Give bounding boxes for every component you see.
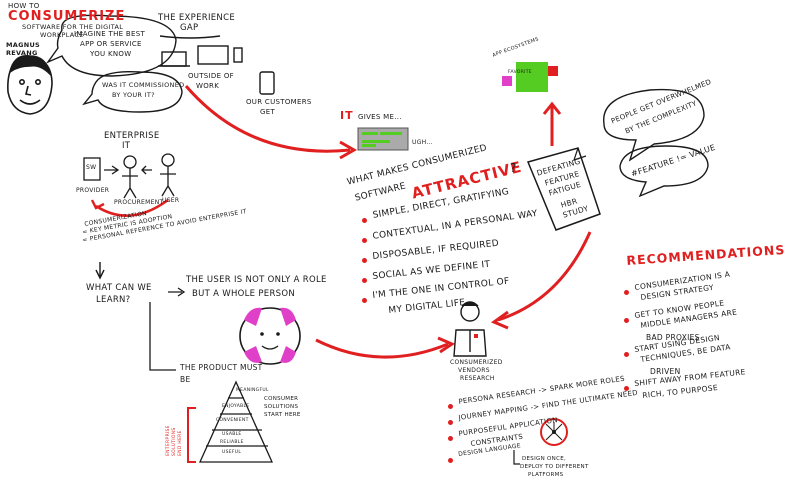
- vendor-note-1: Design once,: [522, 456, 567, 462]
- consumer-note-3: start here: [264, 412, 301, 418]
- user-label: User: [162, 197, 180, 204]
- vendor-note-2: deploy to different: [520, 464, 589, 470]
- enterprise-note-1: Enterprise: [166, 425, 171, 456]
- pyramid-level-0: Meaningful: [236, 388, 269, 393]
- pyramid-level-5: Useful: [222, 450, 242, 455]
- rec-1-line-2: bad proxies: [646, 333, 700, 342]
- learn-question-2: learn?: [96, 295, 131, 305]
- vendor-person-icon: [453, 301, 487, 357]
- speaker-name-1: Magnus: [6, 41, 41, 49]
- consumer-note-2: solutions: [264, 404, 299, 410]
- product-must-1: The product must: [180, 363, 263, 372]
- speaker-face-icon: [7, 55, 53, 115]
- red-arrow-gap: [184, 85, 351, 153]
- pyramid-level-1: Enjoyable: [222, 404, 250, 409]
- enterprise-title-2: IT: [122, 141, 131, 151]
- speaker-name-2: Revang: [6, 49, 38, 57]
- title-pre: How to: [8, 2, 40, 10]
- pyramid-level-3: Usable: [222, 432, 242, 437]
- red-arc: [95, 198, 169, 217]
- title-sub2: workplace: [40, 31, 84, 39]
- red-arrow-up: [542, 101, 562, 146]
- learn-question-1: What can we: [86, 283, 152, 293]
- attractive-q: ?: [510, 161, 517, 175]
- favorite-app-icon: [516, 62, 548, 92]
- enterprise-note-2: solutions: [172, 427, 177, 456]
- it-gives-rest: gives me...: [358, 113, 402, 121]
- devices-icon: [158, 35, 275, 95]
- enterprise-it-diagram: [83, 153, 176, 199]
- bubble1-line2: app or service: [80, 40, 142, 48]
- red-arrow-person: [315, 338, 449, 359]
- sw-label: SW: [86, 164, 97, 171]
- customers-get-1: Our customers: [246, 98, 312, 106]
- rec-2-line-2: driven: [650, 367, 681, 376]
- vendors-label-1: Consumerized: [450, 359, 503, 366]
- experience-gap-label-1: The experience: [158, 13, 235, 23]
- title-main: Consumerize: [8, 9, 126, 24]
- experience-gap-label-2: gap: [180, 23, 199, 33]
- bubble1-line3: you know: [90, 50, 132, 58]
- vendor-note-3: platforms: [528, 472, 564, 478]
- bubble2-line2: by your IT?: [112, 91, 155, 99]
- thought-bubble-feature: [619, 145, 709, 198]
- user-role-line-1: The user is not only a role: [186, 275, 327, 285]
- user-role-line-2: but a whole person: [192, 289, 296, 299]
- ugh-label: ugh...: [412, 139, 433, 146]
- outside-work-1: Outside of: [188, 72, 234, 80]
- bubble1-line1: Imagine the best: [74, 30, 146, 38]
- hbr-study-paper: [526, 147, 601, 231]
- procurement-label: Procurement: [114, 199, 164, 206]
- pyramid-level-2: Convenient: [216, 418, 249, 423]
- thought-bubble-people: [603, 88, 705, 162]
- design-language-icon: [540, 418, 568, 446]
- bubble2-line1: Was it commissioned: [102, 81, 185, 89]
- vendors-label-2: vendors: [458, 367, 490, 374]
- product-must-2: be: [180, 375, 191, 384]
- vendor-label: Provider: [76, 187, 110, 194]
- speech-bubble-2: [82, 71, 183, 113]
- consumer-note-1: Consumer: [264, 396, 299, 402]
- title-sub1: software for the digital: [22, 23, 124, 31]
- customers-get-2: get: [260, 108, 276, 116]
- outside-work-2: work: [196, 82, 220, 90]
- pyramid-level-4: Reliable: [220, 440, 244, 445]
- it-gives-it: IT: [340, 109, 354, 122]
- vendors-label-3: research: [460, 375, 495, 382]
- enterprise-title-1: Enterprise: [104, 131, 160, 141]
- favorite-label: Favorite: [508, 70, 532, 75]
- red-arrow-down: [497, 231, 592, 322]
- whole-person-face-icon: [239, 307, 301, 365]
- enterprise-note-3: end here: [178, 430, 183, 456]
- pyramid-diagram: [198, 380, 274, 463]
- speech-bubble-1: [45, 14, 177, 77]
